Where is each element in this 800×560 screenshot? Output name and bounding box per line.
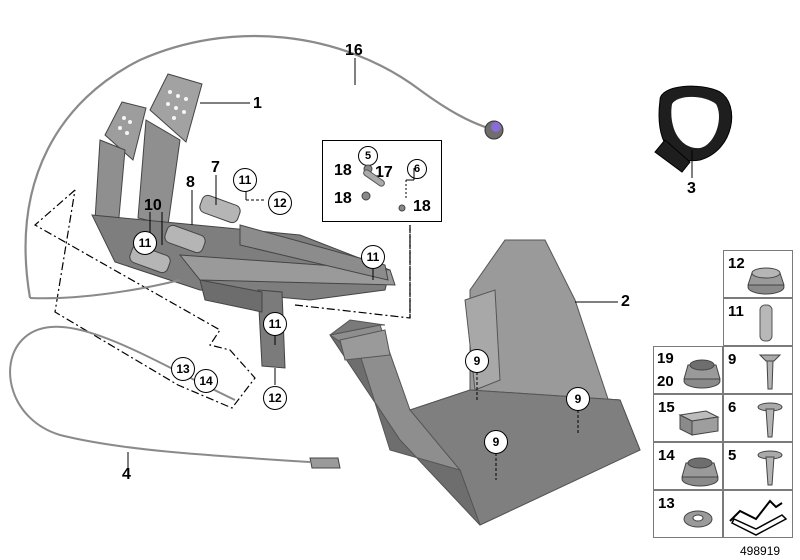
- countersunk-screw-icon: [758, 354, 782, 390]
- flange-nut-icon: [747, 267, 785, 295]
- callout-11: 11: [263, 312, 287, 336]
- inset-label-17: 17: [375, 164, 393, 181]
- part-number-15: 15: [658, 399, 675, 416]
- pedal-box-outline: [33, 189, 256, 409]
- flange-nut-icon: [681, 457, 719, 487]
- cable-4: [9, 325, 311, 463]
- callout-11: 11: [233, 168, 257, 192]
- parts-cell-6: 6: [723, 394, 793, 442]
- label-2: 2: [621, 293, 630, 310]
- parts-cell-19-20: 19 20: [653, 346, 723, 394]
- part-number-11: 11: [728, 303, 744, 320]
- callout-9: 9: [566, 387, 590, 411]
- parts-cell-15: 15: [653, 394, 723, 442]
- callout-12: 12: [263, 386, 287, 410]
- arrow-symbol-icon: [729, 499, 788, 536]
- nut-icon: [683, 359, 721, 389]
- label-3: 3: [687, 180, 696, 197]
- part-number-12: 12: [728, 255, 745, 272]
- label-4: 4: [122, 466, 131, 483]
- part-number-9: 9: [728, 351, 737, 368]
- document-number: 498919: [740, 544, 781, 558]
- parts-cell-13: 13: [653, 490, 723, 538]
- screw-icon: [757, 402, 783, 438]
- inset-label-18: 18: [413, 198, 431, 215]
- part-number-5: 5: [728, 447, 737, 464]
- callout-6: 6: [407, 159, 427, 179]
- parts-cell-11: 11: [723, 298, 793, 346]
- velcro-strap: [654, 85, 733, 173]
- callout-13: 13: [171, 357, 195, 381]
- label-8: 8: [186, 174, 195, 191]
- inset-label-18: 18: [334, 162, 352, 179]
- parts-cell-arrow: [723, 490, 793, 538]
- callout-9: 9: [484, 430, 508, 454]
- part-number-20: 20: [657, 373, 674, 390]
- inset-label-18: 18: [334, 190, 352, 207]
- callout-14: 14: [194, 369, 218, 393]
- label-1: 1: [253, 95, 262, 112]
- label-16: 16: [345, 42, 363, 59]
- part-number-6: 6: [728, 399, 737, 416]
- screw-icon: [757, 450, 783, 486]
- parts-cell-9: 9: [723, 346, 793, 394]
- pin-icon: [759, 304, 773, 342]
- inset-parts: [361, 164, 415, 212]
- callout-11: 11: [133, 231, 157, 255]
- label-10: 10: [144, 197, 162, 214]
- detail-inset-box: [322, 140, 442, 222]
- washer-icon: [683, 510, 713, 528]
- callout-12: 12: [268, 191, 292, 215]
- part-number-14: 14: [658, 447, 675, 464]
- pedal-base-plate: [329, 239, 641, 526]
- pedal-box-illustration: [91, 73, 396, 369]
- pad-icon: [678, 410, 720, 436]
- part-number-13: 13: [658, 495, 675, 512]
- parts-cell-14: 14: [653, 442, 723, 490]
- parts-cell-12: 12: [723, 250, 793, 298]
- callout-11: 11: [361, 245, 385, 269]
- callout-9: 9: [465, 349, 489, 373]
- parts-cell-5: 5: [723, 442, 793, 490]
- part-number-19: 19: [657, 350, 674, 367]
- cable-16: [24, 34, 489, 299]
- label-7: 7: [211, 159, 220, 176]
